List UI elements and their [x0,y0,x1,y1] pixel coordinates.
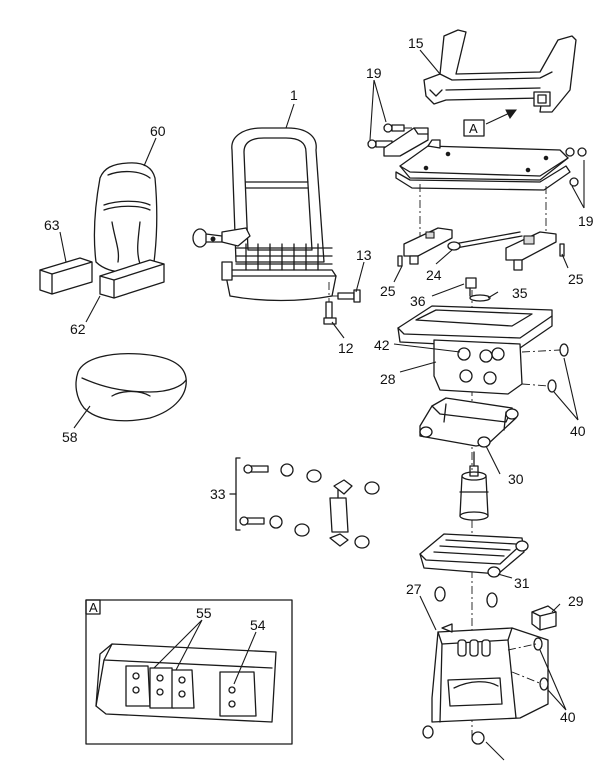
callout-1: 1 [290,87,298,103]
release-bar [447,231,523,251]
callout-labels: 1 60 63 62 58 13 12 15 19 19 24 25 25 36… [44,35,594,725]
seat-back-cushion [93,162,158,273]
slide-rail [383,127,429,157]
callout-25-left: 25 [380,283,396,299]
callout-25-right: 25 [568,271,584,287]
callout-40-lower: 40 [560,709,576,725]
centerline-base [507,643,543,685]
callout-12: 12 [338,340,354,356]
leader-lines [59,49,585,761]
bushings-40-upper [547,343,569,393]
upper-seat-frame [423,29,577,113]
callout-35: 35 [512,285,528,301]
callout-19-right: 19 [578,213,594,229]
detail-a-box [85,599,293,745]
view-marker-box [463,119,485,137]
right-rail-assembly [505,231,565,271]
detail-a-label: A [89,600,98,615]
callout-33: 33 [210,486,226,502]
callout-62: 62 [70,321,86,337]
shock-kit-33 [229,457,380,549]
washer-35 [469,294,491,302]
left-rail-assembly [397,227,453,267]
callout-58: 58 [62,429,78,445]
callout-13: 13 [356,247,372,263]
mounting-plate [395,139,587,191]
suspension-housing [397,305,553,395]
bolt-13 [330,289,361,303]
scissor-link-lower [419,533,529,578]
callout-54: 54 [250,617,266,633]
callout-55: 55 [196,605,212,621]
centerline-bushing [521,349,561,387]
bushings-40-lower [422,637,549,745]
callout-19-left: 19 [366,65,382,81]
callout-36: 36 [410,293,426,309]
callout-24: 24 [426,267,442,283]
callout-42: 42 [374,337,390,353]
callout-28: 28 [380,371,396,387]
block-29 [531,605,557,631]
callout-60: 60 [150,123,166,139]
right-armrest [99,259,165,299]
base-assembly [431,586,549,723]
callout-29: 29 [568,593,584,609]
callout-40-upper: 40 [570,423,586,439]
seat-bottom-cushion [75,352,187,422]
callout-30: 30 [508,471,524,487]
knob-36 [465,277,477,297]
air-spring [459,451,489,521]
seat-frame [192,127,337,302]
callout-31: 31 [514,575,530,591]
scissor-link-upper [419,397,519,448]
callout-63: 63 [44,217,60,233]
view-marker-label: A [469,121,478,136]
left-armrest [39,257,93,295]
callout-15: 15 [408,35,424,51]
callout-27: 27 [406,581,422,597]
